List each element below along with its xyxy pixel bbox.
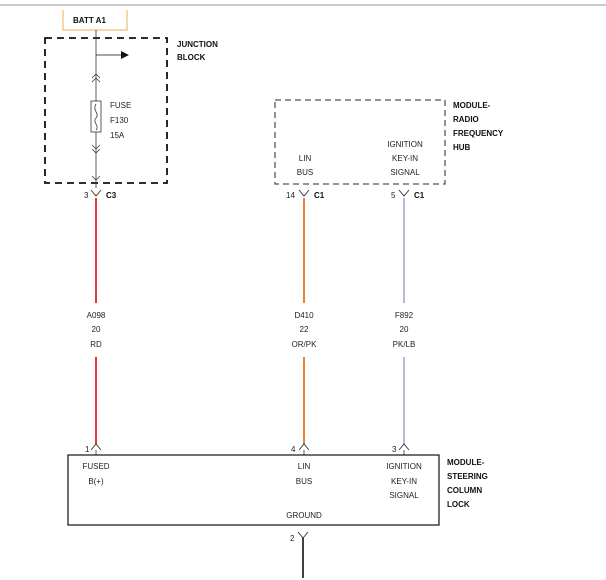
scl-lin-label-1: LIN [298,462,311,471]
wire-2-gauge: 22 [300,325,309,334]
scl-title-2: STEERING [447,472,488,481]
wire-1-circuit: A098 [87,311,106,320]
connector-pin-icon [297,531,309,539]
junction-block-title-2: BLOCK [177,53,206,62]
branch-arrow-icon [121,51,129,59]
rf-hub-lin-label-2: BUS [297,168,313,177]
rf-pin-lin: 14 [286,191,295,200]
connector-pin-icon [298,443,310,451]
chevron-up-icon [91,73,101,79]
scl-pin-ground: 2 [290,534,295,543]
rf-hub-ign-label-3: SIGNAL [390,168,420,177]
connector-pin-icon [298,189,310,197]
rf-hub-title-4: HUB [453,143,471,152]
junction-block-title-1: JUNCTION [177,40,218,49]
connector-pin-icon [90,189,102,197]
scl-pin-fused: 1 [85,445,90,454]
scl-pin-ign: 3 [392,445,397,454]
wire-2-circuit: D410 [294,311,314,320]
fuse-rating: 15A [110,131,125,140]
rf-hub-box [274,99,446,185]
rf-connector-id-2: C1 [414,191,425,200]
scl-fused-label-1: FUSED [82,462,109,471]
junction-block-box [44,37,168,184]
rf-hub-title-2: RADIO [453,115,479,124]
wire-1-color: RD [90,340,102,349]
scl-title-4: LOCK [447,500,470,509]
scl-pin-lin: 4 [291,445,296,454]
fuse-label: FUSE [110,101,131,110]
connector-pin-icon [90,443,102,451]
rf-hub-ign-label-1: IGNITION [387,140,423,149]
connector-pin-icon [398,189,410,197]
steering-lock-box [67,454,440,526]
wire-3-color: PK/LB [393,340,416,349]
scl-ign-label-1: IGNITION [386,462,422,471]
chevron-up-icon [91,77,101,83]
wire-2-color: OR/PK [292,340,318,349]
rf-hub-lin-label-1: LIN [299,154,312,163]
rf-hub-title-3: FREQUENCY [453,129,504,138]
wire-3-gauge: 20 [400,325,409,334]
batt-label-box: BATT A1 [62,10,128,31]
batt-box-outline [62,10,128,31]
scl-title-1: MODULE- [447,458,485,467]
scl-ign-label-3: SIGNAL [389,491,419,500]
scl-lin-label-2: BUS [296,477,312,486]
fuse-element-icon [94,103,98,131]
fuse-id: F130 [110,116,129,125]
chevron-down-icon [91,144,101,150]
batt-label: BATT A1 [73,16,106,25]
fuse-body [90,100,102,133]
wire-1-gauge: 20 [92,325,101,334]
scl-fused-label-2: B(+) [88,477,104,486]
rf-connector-id: C1 [314,191,325,200]
scl-ground-label: GROUND [286,511,322,520]
jb-pin-number: 3 [84,191,89,200]
jb-connector-id: C3 [106,191,117,200]
rf-hub-ign-label-2: KEY-IN [392,154,418,163]
rf-hub-title-1: MODULE- [453,101,491,110]
connector-pin-icon [398,443,410,451]
wire-3-circuit: F892 [395,311,414,320]
chevron-down-icon [91,148,101,154]
rf-pin-ign: 5 [391,191,396,200]
scl-ign-label-2: KEY-IN [391,477,417,486]
chevron-down-icon [91,175,101,181]
scl-title-3: COLUMN [447,486,482,495]
